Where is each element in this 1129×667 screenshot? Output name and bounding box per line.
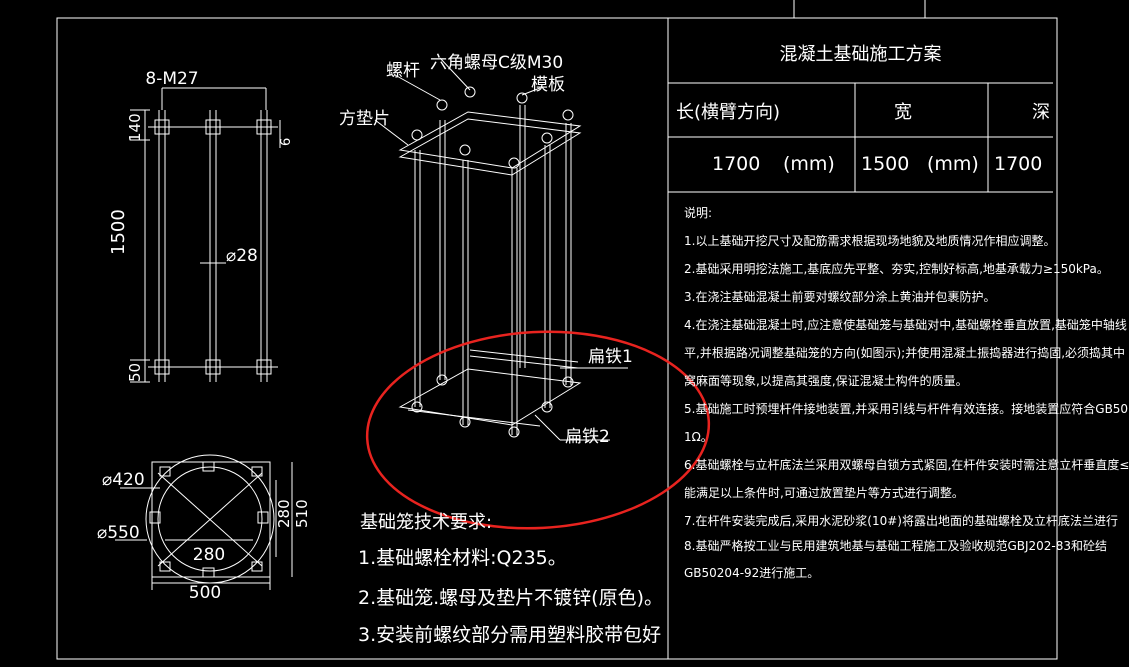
- requirement-item: 1.基础螺栓材料:Q235。: [358, 547, 567, 569]
- front-view: [130, 87, 281, 383]
- nut-label: 六角螺母C级M30: [430, 53, 563, 73]
- note-line: 1.以上基础开挖尺寸及配筋需求根据现场地貌及地质情况作相应调整。: [684, 234, 1056, 248]
- dim-6: 6: [279, 138, 294, 146]
- dim-d550: ⌀550: [97, 523, 140, 543]
- dim-50: 50: [126, 363, 144, 382]
- header-length: 长(横臂方向): [676, 102, 781, 123]
- dim-280-v: 280: [275, 499, 293, 528]
- plan-view: [115, 454, 293, 590]
- note-line: 5.基础施工时预埋杆件接地装置,并采用引线与杆件有效连接。接地装置应符合GB50: [684, 402, 1129, 416]
- drawing-title: 混凝土基础施工方案: [779, 44, 942, 65]
- note-line: 平,并根据路况调整基础笼的方向(如图示);并使用混凝土振捣器进行捣固,必须捣其中: [684, 346, 1126, 360]
- note-line: 1Ω。: [684, 430, 713, 444]
- note-line: 能满足以上条件时,可通过放置垫片等方式进行调整。: [684, 486, 964, 500]
- dim-140: 140: [126, 113, 144, 142]
- washer-label: 方垫片: [339, 109, 390, 129]
- dim-510: 510: [293, 499, 311, 528]
- header-depth: 深: [1032, 102, 1050, 123]
- drawing-frame: [56, 0, 1058, 660]
- note-line: 3.在浇注基础混凝土前要对螺纹部分涂上黄油并包裹防护。: [684, 290, 996, 304]
- dim-500: 500: [189, 583, 221, 603]
- cad-drawing: 8-M27 140 1500 50 6 ⌀28 螺杆 六角螺母C级M30 模板 …: [56, 0, 1058, 660]
- bolt-count-label: 8-M27: [145, 69, 198, 89]
- notes-heading: 说明:: [684, 206, 713, 220]
- value-width-unit: (mm): [927, 153, 979, 175]
- dim-280-h: 280: [193, 545, 225, 565]
- note-line: 2.基础采用明挖法施工,基底应先平整、夯实,控制好标高,地基承载力≥150kPa…: [684, 262, 1109, 276]
- note-line: GB50204-92进行施工。: [684, 566, 820, 580]
- note-line: 7.在杆件安装完成后,采用水泥砂浆(10#)将露出地面的基础螺栓及立杆底法兰进行: [684, 514, 1118, 528]
- value-length-unit: (mm): [783, 153, 835, 175]
- drawing-labels: 8-M27 140 1500 50 6 ⌀28 螺杆 六角螺母C级M30 模板 …: [97, 53, 633, 603]
- bolt-label: 螺杆: [386, 61, 420, 81]
- note-line: 8.基础严格按工业与民用建筑地基与基础工程施工及验收规范GBJ202-83和砼结: [684, 539, 1108, 553]
- dim-d420: ⌀420: [102, 470, 145, 490]
- flat-iron-2-label: 扁铁2: [565, 427, 610, 447]
- requirements-heading: 基础笼技术要求:: [360, 512, 493, 533]
- dim-d28: ⌀28: [226, 246, 258, 266]
- note-line: 6.基础螺栓与立杆底法兰采用双螺母自锁方式紧固,在杆件安装时需注意立杆垂直度≤: [684, 458, 1129, 472]
- title-block: 混凝土基础施工方案: [668, 18, 1053, 83]
- dim-1500: 1500: [108, 209, 129, 255]
- highlight-circle: [365, 330, 711, 530]
- requirement-item: 2.基础笼.螺母及垫片不镀锌(原色)。: [358, 587, 663, 609]
- notes-block: 说明: 1.以上基础开挖尺寸及配筋需求根据现场地貌及地质情况作相应调整。 2.基…: [684, 206, 1129, 586]
- value-width-num: 1500: [861, 153, 910, 175]
- value-depth-num: 1700: [994, 153, 1043, 175]
- requirement-item: 3.安装前螺纹部分需用塑料胶带包好: [358, 624, 662, 646]
- isometric-cage: [374, 57, 628, 441]
- formwork-label: 模板: [531, 75, 565, 95]
- value-length-num: 1700: [712, 153, 761, 175]
- note-line: 窝麻面等现象,以提高其强度,保证混凝土构件的质量。: [684, 374, 968, 388]
- note-line: 4.在浇注基础混凝土时,应注意使基础笼与基础对中,基础螺栓垂直放置,基础笼中轴线: [684, 318, 1127, 332]
- flat-iron-1-label: 扁铁1: [588, 347, 633, 367]
- header-width: 宽: [894, 102, 912, 123]
